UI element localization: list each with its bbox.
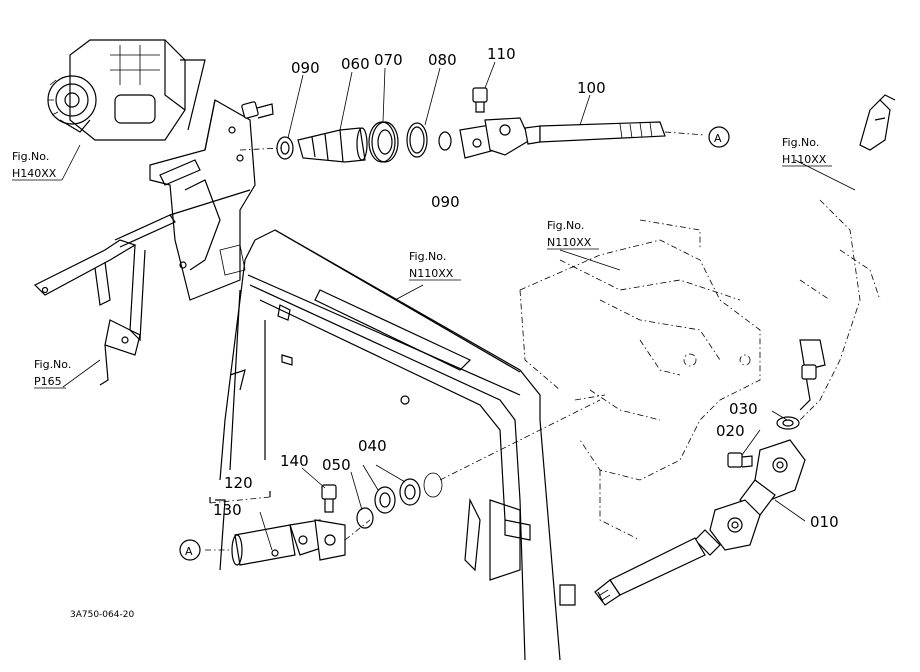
fig-ref-n110xx-right[interactable]: Fig.No. N110XX (547, 219, 599, 250)
part-label-120: 120 (224, 474, 253, 492)
marker-letter: A (714, 132, 722, 145)
fig-ref-caption: Fig.No. (782, 136, 819, 149)
fig-ref-caption: Fig.No. (547, 219, 584, 232)
part-label-130: 130 (213, 501, 242, 519)
part-label-140: 140 (280, 452, 309, 470)
marker-letter: A (185, 545, 193, 558)
frame-rails (33, 189, 251, 386)
leader-lines (61, 61, 856, 551)
part-label-090-top: 090 (291, 59, 320, 77)
part-label-020: 020 (716, 422, 745, 440)
steering-column-top (799, 94, 896, 411)
part-label-080: 080 (428, 51, 457, 69)
part-number-labels: 090 060 070 080 110 100 090 030 020 010 … (213, 45, 839, 531)
part-label-040: 040 (358, 437, 387, 455)
fig-ref-h140xx[interactable]: Fig.No. H140XX (12, 150, 62, 181)
part-label-060: 060 (341, 55, 370, 73)
fig-ref-number: H140XX (12, 167, 57, 180)
lower-coupling-assembly (205, 399, 601, 566)
fig-ref-caption: Fig.No. (12, 150, 49, 163)
part-label-110: 110 (487, 45, 516, 63)
fig-ref-number: N110XX (547, 236, 592, 249)
part-label-050: 050 (322, 456, 351, 474)
connection-marker-a-bottom: A (179, 539, 201, 561)
part-label-090-middle: 090 (431, 193, 460, 211)
fig-ref-number: N110XX (409, 267, 454, 280)
cowl-frame (215, 229, 576, 661)
mounting-bracket (149, 99, 256, 301)
background-outline (519, 199, 881, 541)
fig-ref-caption: Fig.No. (34, 358, 71, 371)
bracket-bolt (241, 101, 274, 119)
part-label-030: 030 (729, 400, 758, 418)
fig-ref-p165[interactable]: Fig.No. P165 (34, 358, 71, 389)
fig-ref-number: H110XX (782, 153, 827, 166)
steering-pump-unit (47, 39, 206, 141)
drawing-code: 3A750-064-20 (70, 610, 134, 620)
connection-marker-a-top: A (708, 126, 730, 148)
fig-ref-number: P165 (34, 375, 62, 388)
part-label-010: 010 (810, 513, 839, 531)
lower-shaft-assembly (594, 416, 806, 606)
fig-ref-h110xx[interactable]: Fig.No. H110XX (782, 136, 832, 167)
part-label-100: 100 (577, 79, 606, 97)
fig-ref-n110xx-left[interactable]: Fig.No. N110XX (409, 250, 461, 281)
upper-shaft-assembly (239, 87, 706, 163)
figure-reference-labels: Fig.No. H140XX Fig.No. H110XX Fig.No. N1… (12, 136, 832, 389)
fig-ref-caption: Fig.No. (409, 250, 446, 263)
part-label-070: 070 (374, 51, 403, 69)
